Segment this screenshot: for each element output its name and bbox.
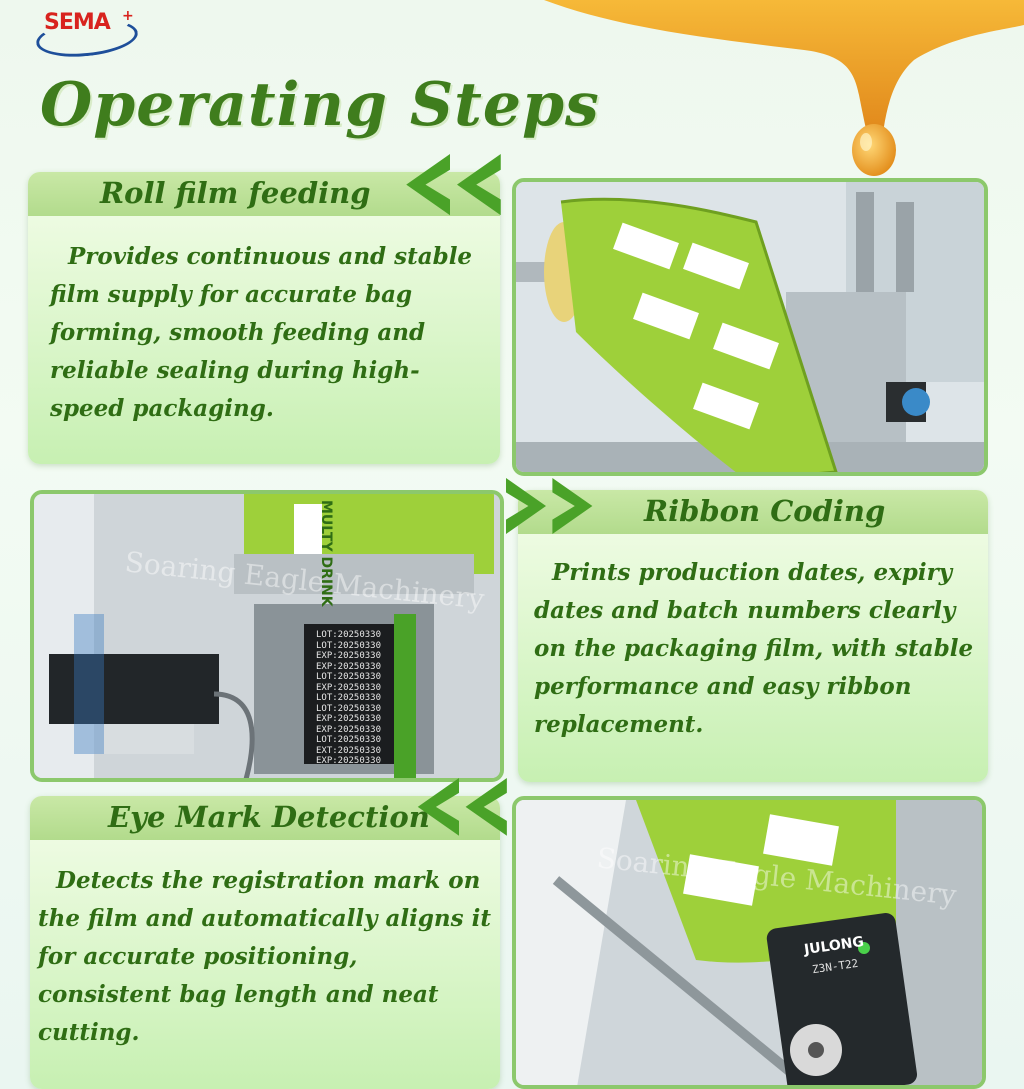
page-title: Operating Steps bbox=[40, 70, 600, 140]
logo-plus: + bbox=[122, 8, 134, 24]
step-panel-eye-mark-detection: Eye Mark Detection Detects the registrat… bbox=[30, 796, 500, 1089]
coder-code-list: LOT:20250330 LOT:20250330 EXP:20250330 E… bbox=[316, 630, 406, 767]
code-line: EXP:20250330 bbox=[316, 714, 382, 724]
step-description: Detects the registration mark on the fil… bbox=[38, 867, 491, 1046]
code-line: EXP:20250330 bbox=[316, 756, 382, 766]
step-title: Ribbon Coding bbox=[644, 494, 886, 528]
logo-text: SEMA bbox=[44, 10, 111, 35]
code-line: EXP:20250330 bbox=[316, 651, 382, 661]
code-line: EXT:20250330 bbox=[316, 745, 382, 756]
chevron-left-icon bbox=[406, 154, 501, 216]
eye-mark-sensor-illustration bbox=[516, 800, 982, 1085]
roll-film-photo bbox=[512, 178, 988, 476]
ribbon-coder-photo: LOT:20250330 LOT:20250330 EXP:20250330 E… bbox=[30, 490, 504, 782]
step-header bbox=[518, 490, 988, 534]
honey-drip-illustration bbox=[544, 0, 1024, 176]
roll-film-machine-illustration bbox=[516, 182, 984, 472]
eye-mark-sensor-photo: JULONG Z3N-T22 Soaring Eagle Machinery bbox=[512, 796, 986, 1089]
brand-logo: SEMA + bbox=[34, 6, 140, 62]
step-description: Provides continuous and stable film supp… bbox=[50, 243, 473, 422]
step-description: Prints production dates, expiry dates an… bbox=[534, 559, 974, 738]
ribbon-coder-illustration bbox=[34, 494, 500, 778]
code-line: LOT:20250330 bbox=[316, 735, 382, 745]
code-line: LOT:20250330 bbox=[316, 693, 382, 703]
code-line: LOT:20250330 bbox=[316, 640, 382, 651]
code-line: EXP:20250330 bbox=[316, 661, 382, 672]
code-line: LOT:20250330 bbox=[316, 703, 382, 714]
code-line: LOT:20250330 bbox=[316, 672, 382, 682]
step-panel-roll-film-feeding: Roll film feeding Provides continuous an… bbox=[28, 172, 500, 464]
film-brand-text: MULTY DRINK bbox=[318, 500, 334, 607]
chevron-left-icon bbox=[417, 778, 507, 836]
code-line: EXP:20250330 bbox=[316, 682, 382, 693]
code-line: LOT:20250330 bbox=[316, 630, 382, 640]
step-panel-ribbon-coding: Ribbon Coding Prints production dates, e… bbox=[518, 490, 988, 782]
step-title: Eye Mark Detection bbox=[108, 800, 430, 834]
code-line: EXP:20250330 bbox=[316, 724, 382, 735]
chevron-right-icon bbox=[506, 478, 593, 534]
step-title: Roll film feeding bbox=[100, 176, 371, 210]
step-header bbox=[30, 796, 500, 840]
